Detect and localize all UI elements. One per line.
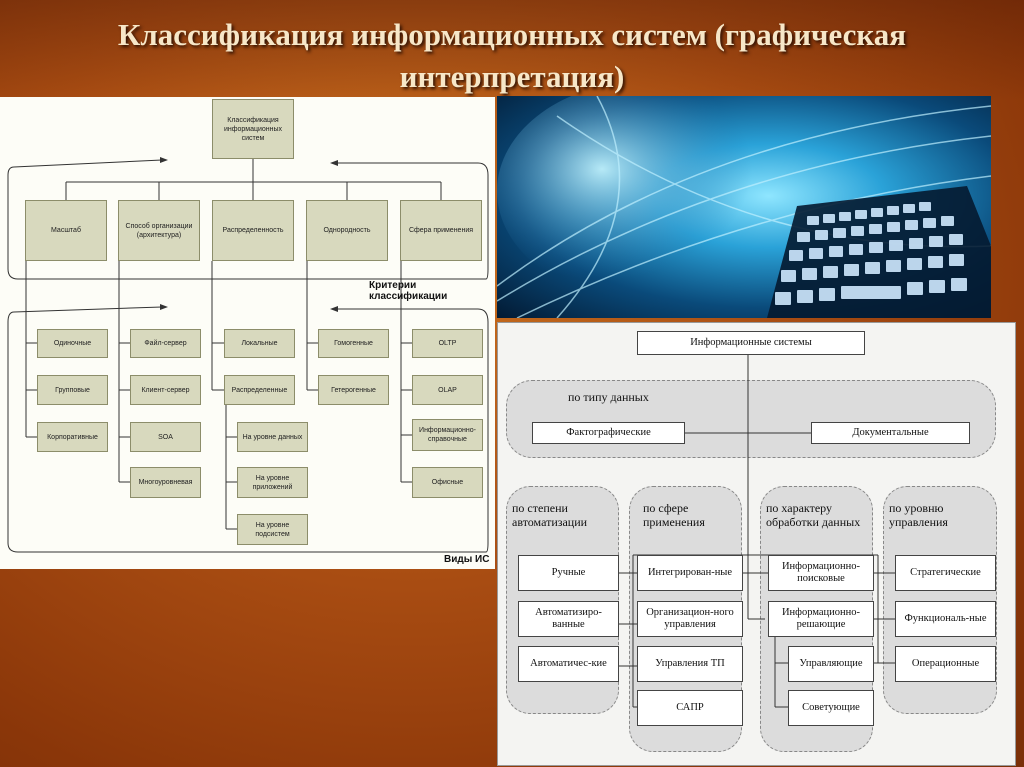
type-single: Одиночные: [37, 329, 108, 358]
slide-title: Классификация информационных систем (гра…: [117, 17, 907, 94]
type-subsystem-level: На уровне подсистем: [237, 514, 308, 545]
header-shade: [0, 0, 1024, 100]
type-local: Локальные: [224, 329, 295, 358]
right-root-box: Информационные системы: [637, 331, 865, 355]
management-level-label: по уровню управления: [889, 501, 948, 529]
type-heterogeneous: Гетерогенные: [318, 375, 389, 405]
operational-box: Операционные: [895, 646, 996, 682]
types-label: Виды ИС: [444, 554, 490, 565]
by-data-label: по типу данных: [568, 390, 649, 404]
type-office: Офисные: [412, 467, 483, 498]
controlling-box: Управляющие: [788, 646, 874, 682]
manual-box: Ручные: [518, 555, 619, 591]
factographic-box: Фактографические: [532, 422, 685, 444]
tp-management-box: Управления ТП: [637, 646, 743, 682]
criterion-distribution: Распределенность: [212, 200, 294, 261]
functional-box: Функциональ-ные: [895, 601, 996, 637]
automated-box: Автоматизиро-ванные: [518, 601, 619, 637]
criteria-label: Критерии классификации: [369, 280, 448, 302]
sphere-label: по сфере применения: [643, 501, 705, 529]
type-corporate: Корпоративные: [37, 422, 108, 452]
type-client-server: Клиент-сервер: [130, 375, 201, 405]
left-connectors: [7, 157, 489, 553]
keyboard-globe-image: [497, 96, 991, 318]
type-olap: OLAP: [412, 375, 483, 405]
type-group: Групповые: [37, 375, 108, 405]
criterion-sphere: Сфера применения: [400, 200, 482, 261]
documental-box: Документальные: [811, 422, 970, 444]
criterion-homogeneity: Однородность: [306, 200, 388, 261]
search-systems-box: Информационно-поисковые: [768, 555, 874, 591]
information-systems-diagram: Информационные системы по типу данных Фа…: [497, 322, 1016, 766]
advising-box: Советующие: [788, 690, 874, 726]
left-root-box: Классификация информационных систем: [212, 99, 294, 159]
automation-label: по степени автоматизации: [512, 501, 588, 529]
type-multilevel: Многоуровневая: [130, 467, 201, 498]
decision-systems-box: Информационно-решающие: [768, 601, 874, 637]
automatic-box: Автоматичес-кие: [518, 646, 619, 682]
type-soa: SOA: [130, 422, 201, 452]
criterion-scale: Масштаб: [25, 200, 107, 261]
classification-criteria-diagram: Классификация информационных систем Масш…: [0, 97, 495, 569]
strategic-box: Стратегические: [895, 555, 996, 591]
org-management-box: Организацион-ного управления: [637, 601, 743, 637]
criterion-architecture: Способ организации (архитектура): [118, 200, 200, 261]
type-reference: Информационно-справочные: [412, 419, 483, 451]
type-distributed: Распределенные: [224, 375, 295, 405]
group-by-data: [506, 380, 996, 458]
processing-label: по характеру обработки данных: [766, 501, 861, 529]
type-oltp: OLTP: [412, 329, 483, 358]
integrated-box: Интегрирован-ные: [637, 555, 743, 591]
type-data-level: На уровне данных: [237, 422, 308, 452]
cad-box: САПР: [637, 690, 743, 726]
type-app-level: На уровне приложений: [237, 467, 308, 498]
keyboard-globe-art: [497, 96, 991, 318]
type-homogeneous: Гомогенные: [318, 329, 389, 358]
type-file-server: Файл-сервер: [130, 329, 201, 358]
